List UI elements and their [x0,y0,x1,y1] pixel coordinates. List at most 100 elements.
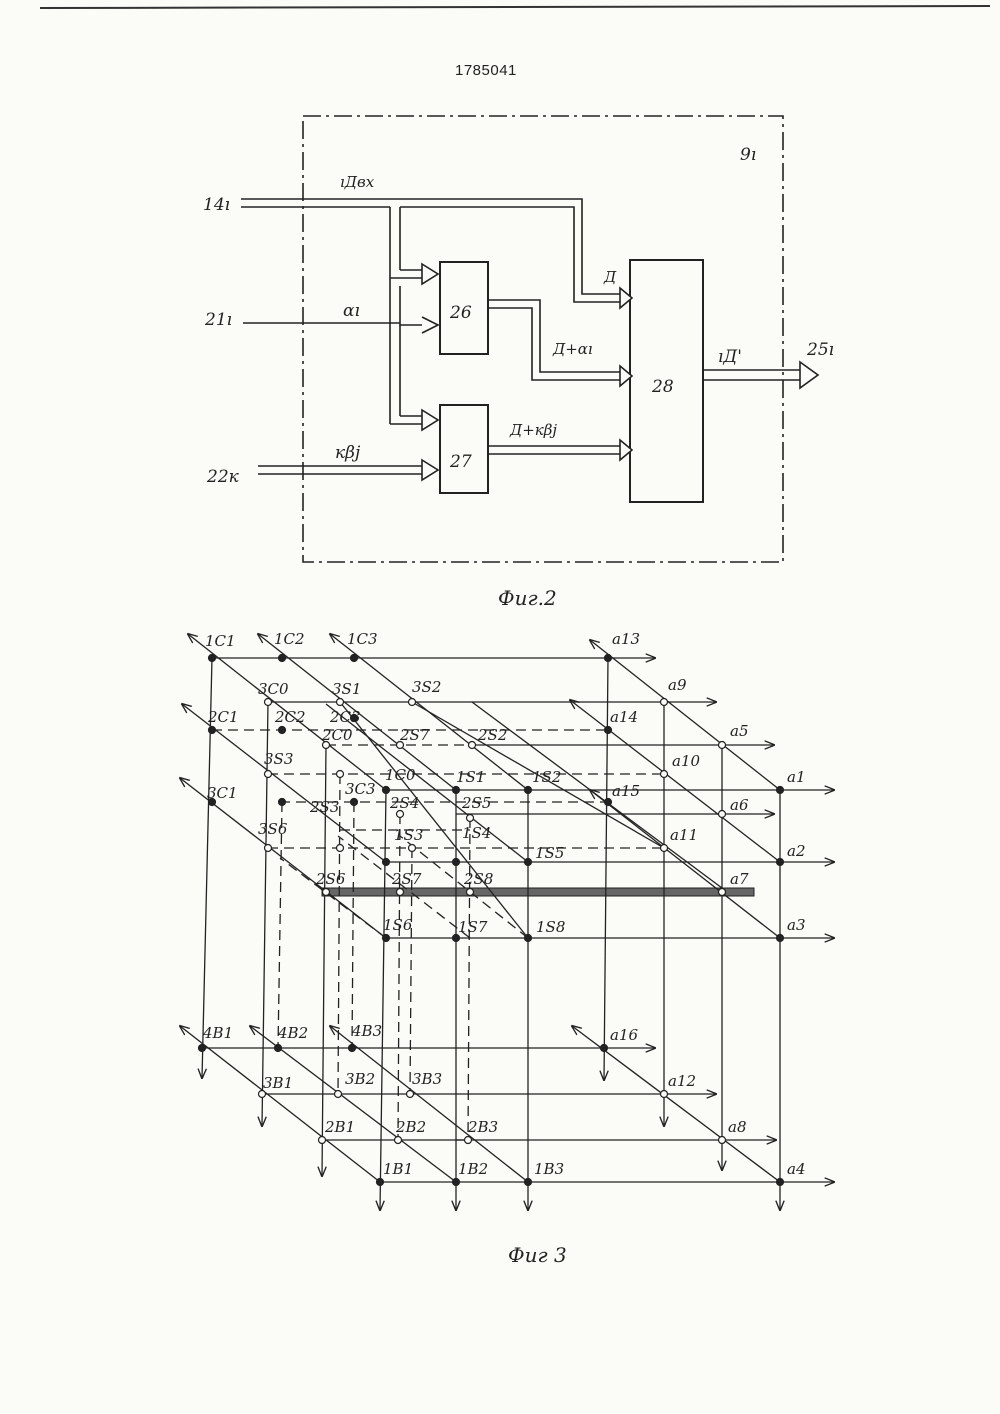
node [601,1045,608,1052]
node [397,889,404,896]
label-3s6: 3S6 [258,820,288,838]
node [719,1137,726,1144]
vert-dash-6 [468,818,470,1140]
node [777,859,784,866]
label-block-26: 26 [449,303,472,323]
label-2b2: 2B2 [395,1118,426,1136]
label-block-9: 9ı [740,145,756,165]
node [661,771,668,778]
node [209,655,216,662]
label-1s6: 1S6 [383,916,413,934]
label-a7: a7 [730,870,749,888]
node [337,771,344,778]
vert-dash-1 [278,802,282,1048]
node [409,845,416,852]
node [383,935,390,942]
arrowhead-27-top [422,410,438,430]
block-27 [440,405,488,493]
node [453,787,460,794]
node [605,727,612,734]
label-a15: a15 [612,782,640,800]
label-3s3: 3S3 [264,750,293,768]
node [337,699,344,706]
node [525,1179,532,1186]
label-2s7: 2S7 [399,726,430,744]
label-a16: a16 [610,1026,638,1044]
label-input-14: 14ı [203,195,230,215]
figure-3-labels: 1C1 1C2 1C3 3C0 3S1 3S2 2C1 2C2 2C3 2C0 … [202,630,806,1178]
bus-14-to-28 [241,199,620,294]
vert-dash-2 [338,774,340,1094]
node [605,799,612,806]
node [383,859,390,866]
label-input-21: 21ı [204,310,232,330]
label-signal-d-alpha: Д+αı [552,340,593,358]
node [467,815,474,822]
label-1s8: 1S8 [536,918,565,936]
label-a3: a3 [787,916,806,934]
label-signal-d: Д [603,268,617,286]
node [351,655,358,662]
label-signal-dvx: ıДвх [340,173,375,191]
label-1b3: 1B3 [534,1160,564,1178]
node [265,845,272,852]
label-1s5: 1S5 [535,844,564,862]
node [453,859,460,866]
label-2s2: 2S2 [477,726,507,744]
label-2s3: 2S3 [309,798,339,816]
label-signal-alpha: αı [343,301,360,321]
node [383,787,390,794]
label-a9: a9 [668,676,687,694]
label-a14: a14 [610,708,638,726]
node [469,742,476,749]
label-a13: a13 [612,630,640,648]
label-1s2: 1S2 [532,768,561,786]
label-1s1: 1S1 [456,768,485,786]
node [279,727,286,734]
label-signal-out: ıД' [718,347,742,367]
label-1s4: 1S4 [462,824,491,842]
node [719,742,726,749]
bus-28-out [703,370,800,380]
label-2s5: 2S5 [461,794,491,812]
label-1c0: 1C0 [385,766,416,784]
label-3s2: 3S2 [412,678,441,696]
node [407,1091,414,1098]
label-a1: a1 [787,768,806,786]
diag-a14 [590,790,780,938]
node [349,1045,356,1052]
node [661,1091,668,1098]
node [453,1179,460,1186]
node [335,1091,342,1098]
label-a11: a11 [670,826,698,844]
label-output-25: 25ı [806,340,834,360]
caption-fig-2: Фиг.2 [498,586,557,610]
label-a10: a10 [672,752,700,770]
node [525,859,532,866]
node [465,1137,472,1144]
sheet-top-border [40,6,990,8]
node [377,1179,384,1186]
label-3b1: 3B1 [263,1074,293,1092]
label-4b3: 4B3 [351,1022,382,1040]
node [395,1137,402,1144]
label-2s6: 2S6 [315,870,346,888]
label-input-22: 22к [206,467,240,487]
node [719,889,726,896]
node [279,799,286,806]
label-3c0: 3C0 [258,680,289,698]
label-3b3: 3B3 [412,1070,442,1088]
bus-to-26-mid [400,286,422,325]
bus-27-to-28 [488,446,620,454]
label-1c3: 1C3 [347,630,378,648]
node [525,787,532,794]
label-block-27: 27 [449,452,472,472]
label-a4: a4 [787,1160,806,1178]
label-1c1: 1C1 [205,632,236,650]
node [719,811,726,818]
vert-dash-4 [398,814,400,1140]
node [409,699,416,706]
label-a5: a5 [730,722,749,740]
label-block-28: 28 [651,377,674,397]
vert-7 [604,658,608,1080]
